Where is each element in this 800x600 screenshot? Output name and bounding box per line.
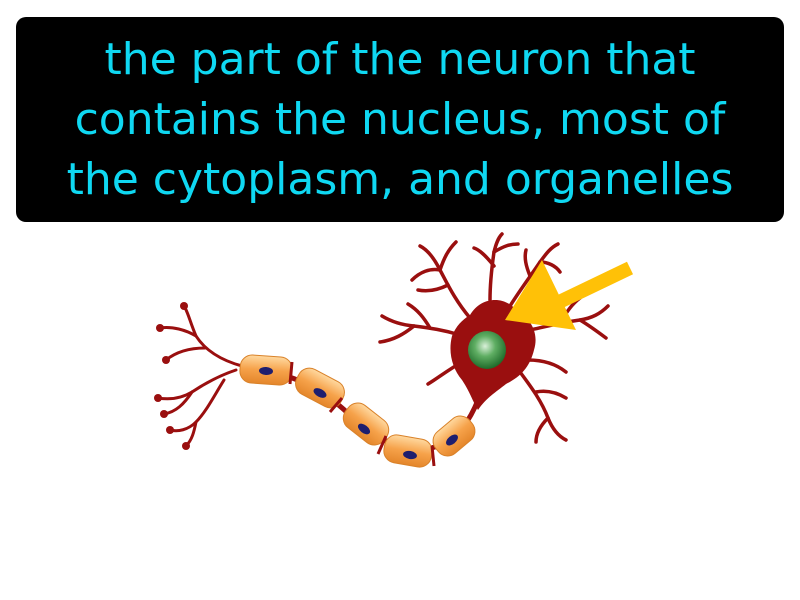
axon-terminal-knobs xyxy=(154,302,190,450)
axon-terminal xyxy=(156,304,244,448)
myelin-sheath xyxy=(239,354,476,468)
caption-line-1: the part of the neuron that xyxy=(104,33,696,85)
dendrites xyxy=(378,232,610,444)
caption-line-2: contains the nucleus, most of xyxy=(74,93,726,145)
nucleus xyxy=(468,331,506,369)
definition-caption: the part of the neuron that contains the… xyxy=(16,17,784,222)
arrow-icon xyxy=(505,260,634,330)
schwann-nuclei xyxy=(259,366,458,460)
caption-line-3: the cytoplasm, and organelles xyxy=(66,153,734,205)
nodes-of-ranvier xyxy=(288,361,436,467)
